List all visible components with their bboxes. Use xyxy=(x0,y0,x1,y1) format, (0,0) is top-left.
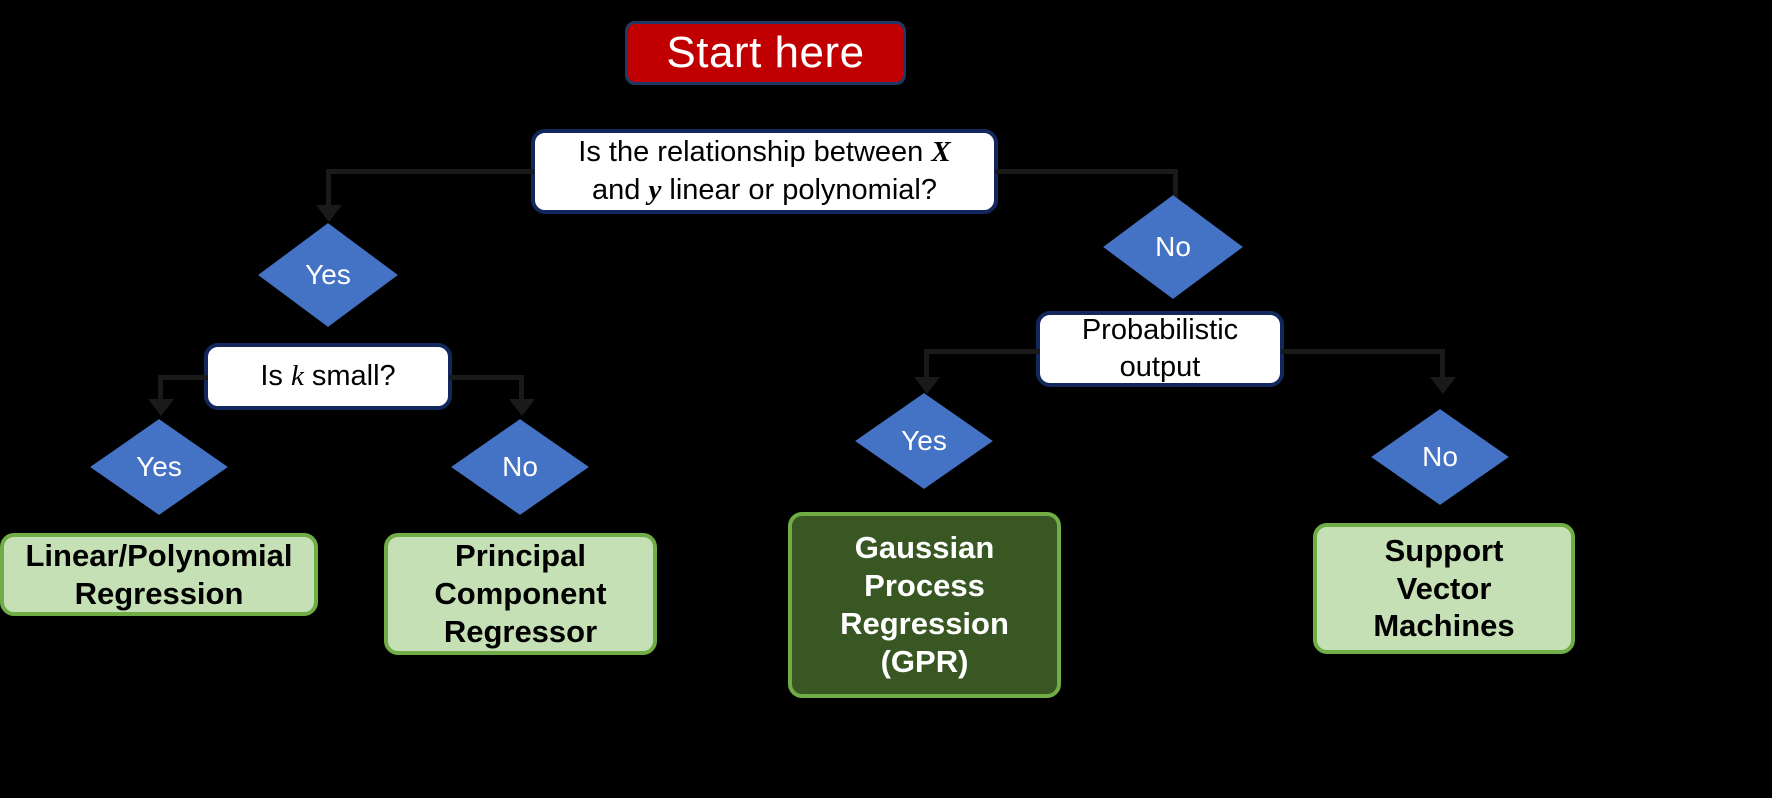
connector-q1-right-horizontal xyxy=(995,169,1178,174)
decision-yes-probabilistic: Yes xyxy=(855,393,993,489)
arrow-q2-no xyxy=(509,399,535,416)
decision-label: No xyxy=(1155,231,1191,262)
math-var-X: X xyxy=(931,136,951,169)
question-box-k-small: Is k small? xyxy=(204,343,452,410)
connector-q1-left-horizontal xyxy=(326,169,534,174)
decision-yes-linear: Yes xyxy=(258,223,398,327)
question-line-2: and y linear or polynomial? xyxy=(592,173,937,206)
outcome-support-vector-machines: Support Vector Machines xyxy=(1313,523,1575,654)
question-line-1: Is k small? xyxy=(260,359,396,392)
outcome-line-3: Regression xyxy=(840,606,1009,641)
connector-q2-left-horizontal xyxy=(158,375,208,380)
outcome-linear-polynomial-regression: Linear/Polynomial Regression xyxy=(0,533,318,616)
outcome-line-2: Component xyxy=(434,576,607,612)
outcome-line-3: Machines xyxy=(1373,608,1515,644)
decision-no-probabilistic: No xyxy=(1371,409,1509,505)
decision-label: Yes xyxy=(136,451,182,482)
question-box-relationship: Is the relationship between X and y line… xyxy=(531,129,998,214)
arrow-q1-yes xyxy=(316,205,342,222)
outcome-line-4: (GPR) xyxy=(880,643,969,679)
outcome-line-2: Vector xyxy=(1396,570,1492,606)
decision-no-linear: No xyxy=(1103,195,1243,299)
arrow-q2-yes xyxy=(148,399,174,416)
question-line-2: output xyxy=(1119,351,1201,383)
outcome-line-1: Gaussian xyxy=(854,530,995,566)
arrow-q3-no xyxy=(1430,377,1456,394)
connector-q1-left-vertical xyxy=(326,169,331,209)
outcome-line-1: Principal xyxy=(455,538,586,574)
decision-yes-k-small: Yes xyxy=(90,419,228,515)
connector-q3-right-vertical xyxy=(1440,349,1445,381)
outcome-gaussian-process-regression: Gaussian Process Regression (GPR) xyxy=(788,512,1061,698)
connector-q2-right-horizontal xyxy=(449,375,524,380)
connector-q2-right-vertical xyxy=(519,375,524,403)
decision-no-k-small: No xyxy=(451,419,589,515)
question-line-1: Is the relationship between X xyxy=(578,136,951,169)
question-box-probabilistic-output: Probabilistic output xyxy=(1036,311,1284,387)
outcome-line-1: Linear/Polynomial xyxy=(25,537,293,573)
start-banner: Start here xyxy=(625,21,906,85)
connector-q3-left-vertical xyxy=(924,349,929,381)
connector-q3-left-horizontal xyxy=(924,349,1040,354)
outcome-line-2: Regression xyxy=(74,575,244,611)
connector-q1-right-vertical xyxy=(1173,169,1178,209)
decision-label: Yes xyxy=(901,425,947,456)
outcome-principal-component-regressor: Principal Component Regressor xyxy=(384,533,657,655)
connector-q2-left-vertical xyxy=(158,375,163,403)
arrow-q3-yes xyxy=(914,377,940,394)
outcome-line-2: Process xyxy=(864,568,985,604)
decision-label: Yes xyxy=(305,259,351,290)
decision-label: No xyxy=(1422,441,1458,472)
start-banner-label: Start here xyxy=(666,27,865,77)
decision-label: No xyxy=(502,451,538,482)
outcome-line-1: Support xyxy=(1384,532,1504,568)
outcome-line-3: Regressor xyxy=(443,613,598,649)
math-var-y: y xyxy=(648,173,662,206)
math-var-k: k xyxy=(290,359,304,392)
question-line-1: Probabilistic xyxy=(1081,313,1239,346)
connector-q3-right-horizontal xyxy=(1281,349,1445,354)
